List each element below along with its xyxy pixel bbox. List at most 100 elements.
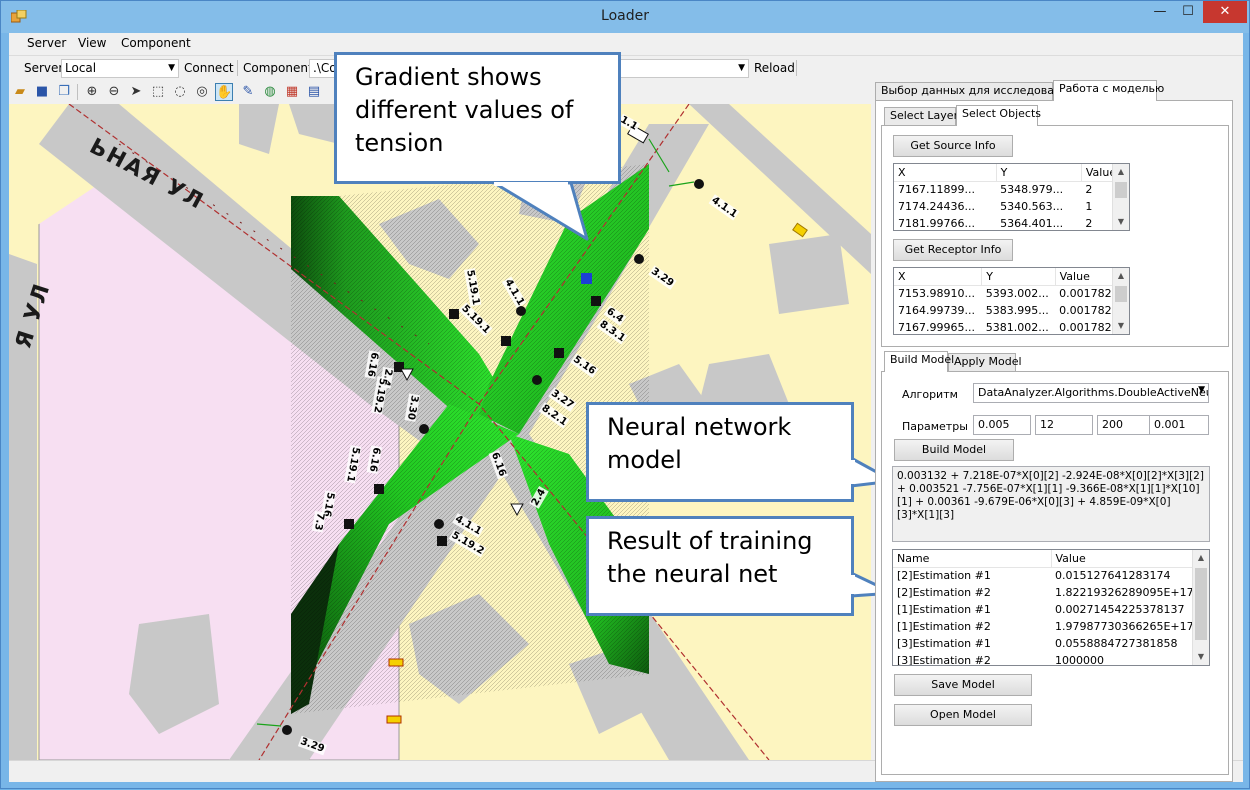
get-source-info-button[interactable]: Get Source Info — [893, 135, 1013, 157]
tab-model-work[interactable]: Работа с моделью — [1053, 80, 1164, 101]
sign-marker — [437, 536, 447, 546]
title-bar[interactable]: Loader — ☐ ✕ — [1, 1, 1249, 33]
sign-marker — [374, 484, 384, 494]
param-input-1[interactable]: 0.005 — [973, 415, 1031, 435]
column-header[interactable]: Y — [981, 268, 1056, 286]
tab-data-selection[interactable]: Выбор данных для исследования — [875, 82, 1075, 100]
chevron-down-icon: ▼ — [1198, 385, 1205, 395]
close-button[interactable]: ✕ — [1203, 1, 1247, 23]
column-header[interactable]: Value — [1055, 268, 1129, 286]
properties-icon[interactable]: ▤ — [307, 84, 321, 99]
algorithm-value: DataAnalyzer.Algorithms.DoubleActiveNeur… — [978, 386, 1209, 399]
globe-icon[interactable]: ◍ — [264, 84, 276, 99]
scroll-thumb[interactable] — [1115, 182, 1127, 198]
build-model-button[interactable]: Build Model — [894, 439, 1014, 461]
column-header[interactable]: X — [894, 268, 983, 286]
cell: 1 — [1085, 200, 1093, 213]
table-row[interactable]: 7174.24436...5340.563...1 — [894, 198, 1129, 215]
sign-marker — [282, 725, 292, 735]
sign-marker — [516, 306, 526, 316]
cell: 1000000 — [1055, 654, 1104, 666]
column-header[interactable]: Y — [996, 164, 1082, 182]
scroll-down-icon[interactable]: ▼ — [1197, 652, 1205, 661]
select-rect-icon[interactable]: ⬚ — [151, 84, 165, 99]
chart-layer-icon[interactable]: ▦ — [285, 84, 299, 99]
column-header[interactable]: X — [894, 164, 997, 182]
sign-marker — [581, 273, 592, 284]
zoom-out-icon[interactable]: ⊖ — [108, 84, 120, 99]
cell: 5381.002... — [985, 321, 1049, 334]
table-row[interactable]: 7167.99965...5381.002...0.001782... — [894, 319, 1129, 334]
table-row[interactable]: 7167.11899...5348.979...2 — [894, 181, 1129, 198]
scroll-up-icon[interactable]: ▲ — [1117, 167, 1125, 176]
select-lasso-icon[interactable]: ◌ — [174, 84, 186, 99]
param-input-4[interactable]: 0.001 — [1149, 415, 1209, 435]
scroll-up-icon[interactable]: ▲ — [1117, 271, 1125, 280]
get-receptor-info-button[interactable]: Get Receptor Info — [893, 239, 1013, 261]
scroll-thumb[interactable] — [1195, 568, 1207, 640]
tab-select-objects[interactable]: Select Objects — [956, 105, 1041, 126]
menu-server[interactable]: Server — [27, 36, 67, 50]
cell: 5364.401... — [1000, 217, 1064, 230]
sign-marker — [591, 296, 601, 306]
toolbar-separator — [77, 84, 78, 100]
layers-icon[interactable]: ❐ — [58, 84, 70, 99]
callout-neural-model: Neural network model — [586, 402, 854, 502]
minimize-button[interactable]: — — [1153, 4, 1167, 19]
param-input-2[interactable]: 12 — [1035, 415, 1093, 435]
scrollbar[interactable]: ▲▼ — [1112, 164, 1129, 230]
scroll-down-icon[interactable]: ▼ — [1117, 217, 1125, 226]
sign-marker — [400, 368, 414, 382]
scroll-up-icon[interactable]: ▲ — [1197, 553, 1205, 562]
tab-apply-model[interactable]: Apply Model — [948, 353, 1022, 371]
marker — [792, 222, 808, 238]
scroll-thumb[interactable] — [1115, 286, 1127, 302]
reload-button[interactable]: Reload — [754, 61, 795, 75]
open-model-button[interactable]: Open Model — [894, 704, 1032, 726]
scrollbar[interactable]: ▲▼ — [1112, 268, 1129, 334]
menu-component[interactable]: Component — [121, 36, 191, 50]
cell: 2 — [1085, 217, 1093, 230]
tab-build-model[interactable]: Build Model — [884, 351, 954, 372]
select-point-icon[interactable]: ◎ — [196, 84, 208, 99]
table-row[interactable]: 7181.99766...5364.401...2 — [894, 215, 1129, 230]
scrollbar[interactable]: ▲▼ — [1192, 550, 1209, 665]
connect-button[interactable]: Connect — [184, 61, 234, 75]
cell: 0.00271454225378137 — [1055, 603, 1185, 616]
cell: [1]Estimation #2 — [897, 620, 991, 633]
column-header[interactable]: Name — [893, 550, 1052, 568]
column-header[interactable]: Value — [1051, 550, 1209, 568]
algorithm-select[interactable]: DataAnalyzer.Algorithms.DoubleActiveNeur… — [973, 383, 1209, 403]
marker — [386, 715, 402, 724]
param-input-3[interactable]: 200 — [1097, 415, 1155, 435]
save-disk-icon[interactable]: ■ — [35, 84, 49, 99]
open-folder-icon[interactable]: ▰ — [15, 84, 25, 99]
zoom-in-icon[interactable]: ⊕ — [86, 84, 98, 99]
pointer-icon[interactable]: ➤ — [130, 84, 142, 99]
model-formula[interactable]: 0.003132 + 7.218E-07*X[0][2] -2.924E-08*… — [892, 466, 1210, 542]
window-title: Loader — [601, 8, 649, 24]
building — [239, 104, 279, 154]
cell: [2]Estimation #2 — [897, 586, 991, 599]
component-label: Component — [243, 61, 313, 75]
save-model-button[interactable]: Save Model — [894, 674, 1032, 696]
server-combo[interactable]: Local ▼ — [61, 59, 179, 78]
identify-icon[interactable]: ✎ — [242, 84, 254, 99]
scroll-down-icon[interactable]: ▼ — [1117, 321, 1125, 330]
table-row[interactable]: 7164.99739...5383.995...0.001782... — [894, 302, 1129, 319]
menu-view[interactable]: View — [78, 36, 107, 50]
table-row[interactable]: 7153.98910...5393.002...0.001782... — [894, 285, 1129, 302]
pan-hand-icon[interactable]: ✋ — [215, 83, 233, 101]
maximize-button[interactable]: ☐ — [1182, 4, 1194, 19]
tab-select-layers[interactable]: Select Layers — [884, 107, 964, 125]
